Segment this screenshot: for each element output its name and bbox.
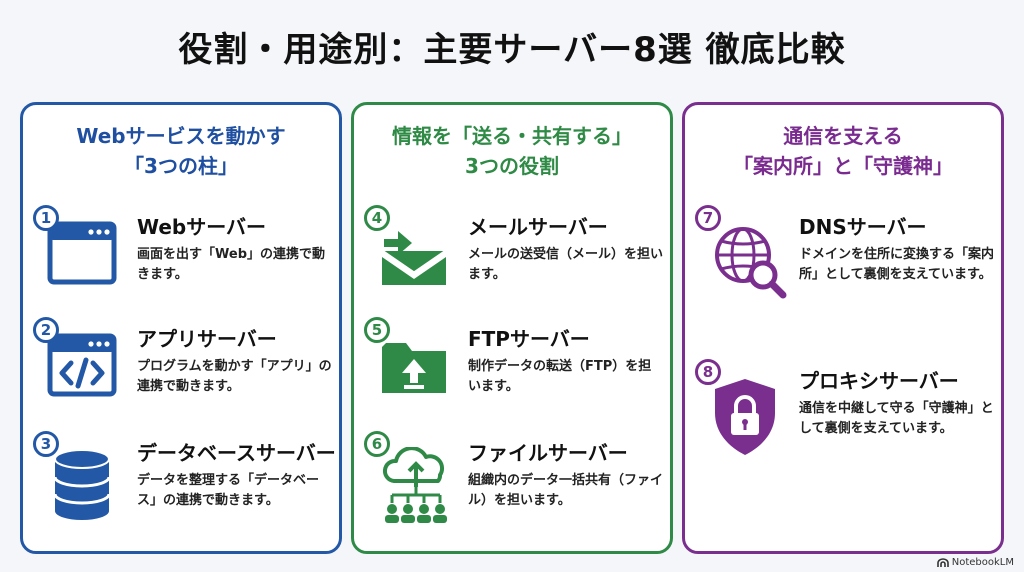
- server-item-proxy: 8 プロキシサーバー 通信を中継して守る「守護神」として裏側を支えています。: [685, 359, 1001, 479]
- folder-upload-icon: [382, 343, 446, 393]
- item-title: アプリサーバー: [137, 327, 277, 351]
- server-item-database: 3 データベースサーバー データを整理する「データベース」の連携で動きます。: [23, 431, 339, 551]
- item-description: 組織内のデータ一括共有（ファイル）を担います。: [468, 473, 664, 508]
- item-description: ドメインを住所に変換する「案内所」として裏側を支えています。: [799, 247, 995, 282]
- panel-heading-line1: 情報を「送る・共有する」: [392, 124, 632, 148]
- item-title: DNSサーバー: [799, 215, 927, 239]
- number-badge: 2: [33, 317, 59, 343]
- panel-heading: Webサービスを動かす 「3つの柱」: [23, 121, 339, 181]
- number-badge: 6: [364, 431, 390, 457]
- panel-web-pillars: Webサービスを動かす 「3つの柱」 1 Webサーバー 画面を出す「Web」の…: [20, 102, 342, 554]
- browser-window-icon: [47, 221, 117, 285]
- item-description: データを整理する「データベース」の連携で動きます。: [137, 473, 320, 508]
- item-description: プログラムを動かす「アプリ」の連携で動きます。: [137, 359, 332, 394]
- item-title: Webサーバー: [137, 215, 267, 239]
- panel-heading-line2: 「3つの柱」: [124, 154, 238, 178]
- number-badge: 4: [364, 205, 390, 231]
- item-description: 制作データの転送（FTP）を担います。: [468, 359, 652, 394]
- number-badge: 1: [33, 205, 59, 231]
- globe-search-icon: [715, 227, 787, 299]
- item-title: ファイルサーバー: [468, 441, 628, 465]
- server-item-app: 2 アプリサーバー プログラムを動かす「アプリ」の連携で動きます。: [23, 317, 339, 437]
- server-item-ftp: 5 FTPサーバー 制作データの転送（FTP）を担います。: [354, 317, 670, 437]
- database-icon: [53, 449, 111, 520]
- panel-heading-line1: 通信を支える: [783, 124, 903, 148]
- notebooklm-logo-icon: [936, 557, 949, 567]
- number-badge: 8: [695, 359, 721, 385]
- panel-send-share: 情報を「送る・共有する」 3つの役割 4 メールサーバー メールの送受信（メール…: [351, 102, 673, 554]
- panel-heading: 通信を支える 「案内所」と「守護神」: [685, 121, 1001, 181]
- panel-heading-line2: 「案内所」と「守護神」: [733, 154, 953, 178]
- item-title: データベースサーバー: [137, 441, 336, 465]
- server-item-mail: 4 メールサーバー メールの送受信（メール）を担います。: [354, 205, 670, 325]
- panel-communication-support: 通信を支える 「案内所」と「守護神」 7 DNSサーバー ドメインを住所に変換す…: [682, 102, 1004, 554]
- cloud-share-icon: [383, 447, 447, 523]
- mail-icon: [381, 231, 447, 285]
- panel-heading-line2: 3つの役割: [465, 154, 559, 178]
- server-item-file: 6 ファイルサーバー 組織内のデータ一括共有（ファイル）を担います。: [354, 431, 670, 551]
- brand-watermark: NotebookLM: [936, 557, 1014, 568]
- shield-lock-icon: [715, 379, 775, 455]
- item-description: メールの送受信（メール）を担います。: [468, 247, 664, 282]
- number-badge: 7: [695, 205, 721, 231]
- number-badge: 3: [33, 431, 59, 457]
- page-title: 役割・用途別：主要サーバー8選 徹底比較: [178, 30, 846, 70]
- number-badge: 5: [364, 317, 390, 343]
- item-title: FTPサーバー: [468, 327, 590, 351]
- server-item-dns: 7 DNSサーバー ドメインを住所に変換する「案内所」として裏側を支えています。: [685, 205, 1001, 325]
- item-title: プロキシサーバー: [799, 369, 959, 393]
- server-item-web: 1 Webサーバー 画面を出す「Web」の連携で動きます。: [23, 205, 339, 325]
- code-window-icon: [47, 333, 117, 397]
- panel-heading-line1: Webサービスを動かす: [76, 124, 286, 148]
- item-title: メールサーバー: [468, 215, 608, 239]
- panel-heading: 情報を「送る・共有する」 3つの役割: [354, 121, 670, 181]
- item-description: 画面を出す「Web」の連携で動きます。: [137, 247, 325, 282]
- brand-label: NotebookLM: [951, 557, 1014, 568]
- item-description: 通信を中継して守る「守護神」として裏側を支えています。: [799, 401, 994, 436]
